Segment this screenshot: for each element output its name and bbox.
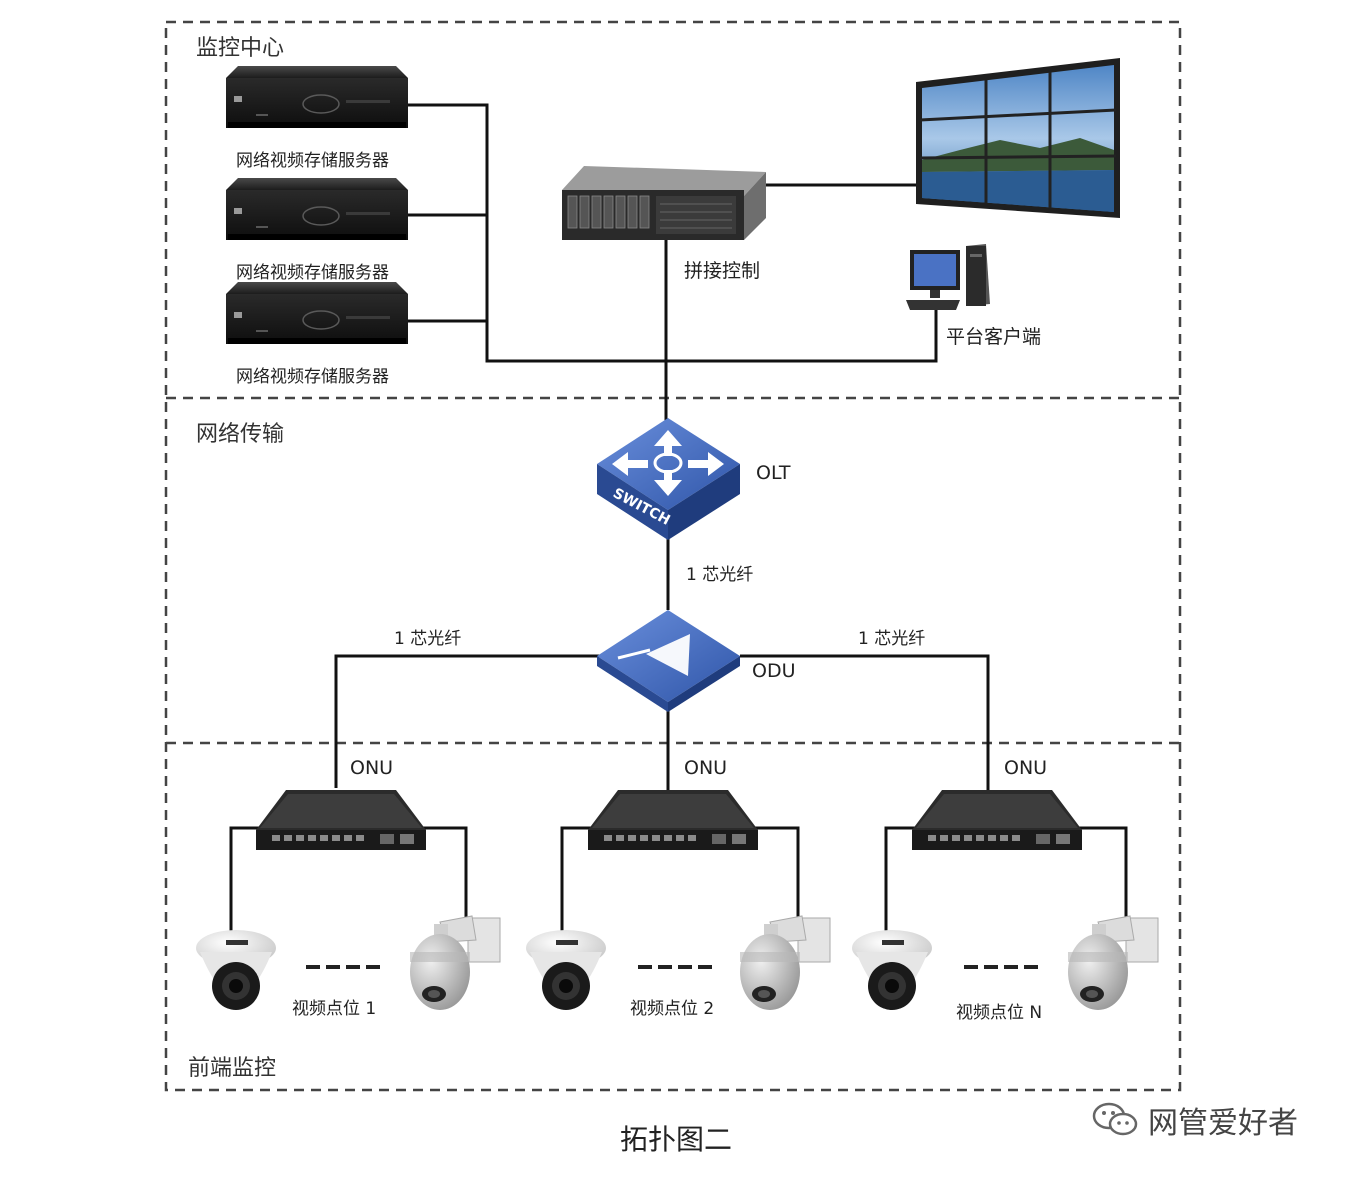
dome-camera-2 — [526, 930, 606, 1010]
onu-label-2: ONU — [684, 757, 728, 779]
zone-label-frontend-monitoring: 前端监控 — [188, 1056, 277, 1081]
zone-label-monitoring-center: 监控中心 — [196, 36, 285, 61]
figure-caption: 拓扑图二 — [619, 1123, 732, 1156]
zone-label-network-transport: 网络传输 — [196, 422, 285, 447]
dome-camera-3 — [852, 930, 932, 1010]
onu-switch-3 — [912, 790, 1082, 850]
onu-label-1: ONU — [350, 757, 394, 779]
link-label-odu-left: 1 芯光纤 — [394, 629, 462, 649]
watermark: 网管爱好者 — [1092, 1098, 1298, 1142]
odu-splitter — [597, 610, 740, 712]
splice-control-label: 拼接控制 — [684, 260, 761, 282]
olt-label: OLT — [756, 462, 791, 484]
storage-server-label-2: 网络视频存储服务器 — [236, 263, 389, 283]
connection-lines — [229, 103, 1128, 936]
olt-switch: SWITCH — [597, 418, 740, 540]
ptz-camera-1 — [409, 915, 501, 1011]
zone-borders — [164, 20, 1182, 1092]
link-label-olt-odu: 1 芯光纤 — [686, 565, 754, 585]
splice-control-server — [562, 166, 766, 240]
video-point-label-n: 视频点位 N — [956, 1003, 1043, 1023]
dome-camera-1 — [196, 930, 276, 1010]
storage-server-label-1: 网络视频存储服务器 — [236, 151, 389, 171]
storage-server-1 — [225, 65, 409, 129]
video-point-label-2: 视频点位 2 — [630, 999, 715, 1019]
link-label-odu-right: 1 芯光纤 — [858, 629, 926, 649]
ptz-camera-2 — [739, 915, 831, 1011]
onu-switch-1 — [256, 790, 426, 850]
storage-server-3 — [225, 281, 409, 345]
onu-label-3: ONU — [1004, 757, 1048, 779]
storage-server-2 — [225, 177, 409, 241]
watermark-text: 网管爱好者 — [1148, 1106, 1298, 1141]
platform-client-label: 平台客户端 — [946, 326, 1042, 348]
video-wall — [916, 58, 1120, 218]
video-point-label-1: 视频点位 1 — [292, 999, 377, 1019]
wechat-icon — [1092, 1102, 1138, 1136]
storage-server-label-3: 网络视频存储服务器 — [236, 367, 389, 387]
onu-switch-2 — [588, 790, 758, 850]
platform-client-pc — [906, 244, 990, 310]
ptz-camera-3 — [1067, 915, 1159, 1011]
odu-label: ODU — [752, 660, 796, 682]
